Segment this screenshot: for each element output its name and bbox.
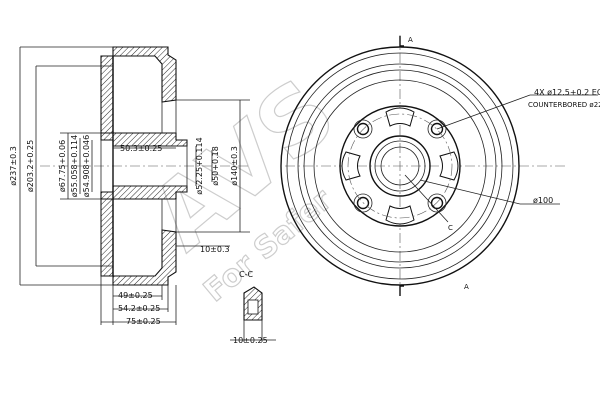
dim-depth-total: 75±0.25 <box>126 317 161 326</box>
web-bottom <box>100 198 114 277</box>
dim-pcd-diameter: ø140±0.3 <box>230 146 239 186</box>
dim-bearing-seat-inner: ø54.908+0.046 <box>82 135 91 198</box>
bolt-hole <box>427 193 447 213</box>
section-marker-bottom: A <box>464 283 469 291</box>
bolt-hole-spec: 4X ø12.5+0.2 EQS <box>534 88 600 97</box>
dim-flange-thickness: 10±0.3 <box>200 245 230 254</box>
center-bore <box>369 135 431 197</box>
bolt-hole <box>353 119 373 139</box>
dim-hub-inner-bore: ø52.25+0.114 <box>195 137 204 194</box>
bolt-hole <box>427 119 447 139</box>
bolt-hole <box>353 193 373 213</box>
hub-disc <box>339 105 461 227</box>
section-marker-top: A <box>408 36 413 44</box>
outer-rim <box>280 46 520 286</box>
counterbore-spec: COUNTERBORED ø22.5 <box>528 101 600 109</box>
dim-depth-2: 54.2±0.25 <box>118 304 160 313</box>
drum-wall-top <box>112 46 177 103</box>
dim-outer-diameter: ø237±0.3 <box>9 146 18 186</box>
cut-label-c: C <box>448 224 453 232</box>
front-view: A A C 4X ø12.5+0.2 EQS <box>280 35 600 296</box>
center-bore-dim: ø100 <box>533 196 553 205</box>
drum-wall-bottom <box>112 229 177 286</box>
detail-view-cc: C-C 10±0.25 <box>230 270 276 345</box>
section-view: ø237±0.3 ø203.2+0.25 ø67.75+0.06 ø55.058… <box>9 46 250 326</box>
dim-drum-inner-diameter: ø203.2+0.25 <box>26 140 35 192</box>
dim-depth-1: 49±0.25 <box>118 291 153 300</box>
detail-width-dim: 10±0.25 <box>233 336 268 345</box>
dim-bearing-seat-outer: ø67.75+0.06 <box>58 140 67 192</box>
detail-title: C-C <box>239 270 253 279</box>
web-top <box>100 55 114 134</box>
dim-hub-step-diameter: ø50+0.18 <box>211 146 220 186</box>
dim-bearing-seat-mid: ø55.058+0.114 <box>70 135 79 198</box>
hub-bottom <box>100 185 188 200</box>
dim-hub-length: 50.3±0.25 <box>120 144 162 153</box>
